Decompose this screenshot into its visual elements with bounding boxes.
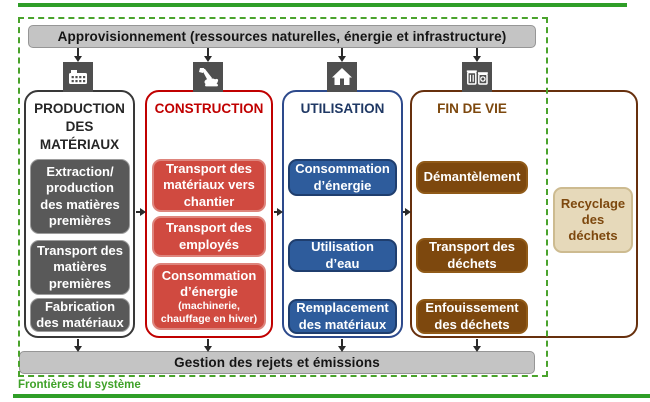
process-box-energie-construction: Consommation d’énergie (machinerie, chau…	[152, 263, 266, 330]
recycle-box: Recyclage des déchets	[553, 187, 633, 253]
process-label: Transport des matières premières	[37, 243, 123, 291]
stage-title-use: UTILISATION	[300, 101, 385, 116]
process-label: Fabrication des matériaux	[36, 298, 124, 330]
process-label: Remplacement des matériaux	[296, 300, 389, 332]
down-arrow-supply-construction	[203, 48, 212, 62]
process-box-transport-dechets: Transport des déchets	[416, 238, 528, 273]
factory-icon	[63, 62, 93, 92]
house-icon	[327, 62, 357, 92]
top-boundary-line	[18, 3, 627, 7]
emissions-bar: Gestion des rejets et émissions	[19, 351, 535, 374]
stage-box-use: UTILISATION	[282, 90, 403, 338]
down-arrow-endoflife-emissions	[472, 339, 481, 352]
process-label: Extraction/ production des matières prem…	[40, 164, 120, 228]
flow-arrow-production-construction	[136, 207, 146, 216]
excavator-icon	[193, 62, 223, 92]
flow-arrow-use-endoflife	[403, 207, 411, 216]
emissions-bar-label: Gestion des rejets et émissions	[174, 355, 380, 370]
bottom-boundary-line	[13, 394, 650, 398]
stage-title-endoflife: FIN DE VIE	[437, 101, 507, 116]
flow-arrow-construction-use	[274, 207, 283, 216]
process-note: (machinerie, chauffage en hiver)	[160, 300, 258, 325]
recycle-label: Recyclage des déchets	[560, 195, 626, 244]
stage-title-construction: CONSTRUCTION	[154, 101, 264, 116]
trash-bins-icon	[462, 62, 492, 92]
process-box-eau: Utilisation d’eau	[288, 239, 397, 272]
process-box-fabrication: Fabrication des matériaux	[30, 298, 130, 332]
down-arrow-production-emissions	[73, 339, 82, 352]
down-arrow-supply-use	[337, 48, 346, 62]
supply-bar-label: Approvisionnement (ressources naturelles…	[57, 29, 507, 44]
process-label: Utilisation d’eau	[311, 239, 374, 271]
trash-bins-icon-glyph	[466, 70, 488, 85]
process-label: Consommation d’énergie	[295, 161, 390, 193]
down-arrow-use-emissions	[337, 339, 346, 352]
system-boundary-label: Frontières du système	[18, 379, 141, 391]
process-box-enfouissement: Enfouissement des déchets	[416, 299, 528, 334]
down-arrow-supply-production	[73, 48, 82, 62]
down-arrow-supply-endoflife	[472, 48, 481, 62]
factory-icon-glyph	[69, 70, 87, 84]
process-label: Consommation d’énergie	[161, 267, 257, 299]
process-box-energie-utilisation: Consommation d’énergie	[288, 159, 397, 196]
excavator-icon-glyph	[199, 68, 219, 87]
process-box-extraction: Extraction/ production des matières prem…	[30, 159, 130, 234]
down-arrow-construction-emissions	[203, 339, 212, 352]
process-box-transport-matieres: Transport des matières premières	[30, 240, 130, 295]
process-label: Enfouissement des déchets	[425, 300, 519, 332]
process-label: Transport des matériaux vers chantier	[163, 161, 255, 209]
process-label: Transport des employés	[166, 220, 252, 252]
process-box-transport-chantier: Transport des matériaux vers chantier	[152, 159, 266, 212]
process-label: Démantèlement	[423, 169, 521, 185]
stage-title-production: PRODUCTION DES MATÉRIAUX	[34, 101, 125, 152]
process-box-transport-employes: Transport des employés	[152, 216, 266, 257]
process-label: Transport des déchets	[429, 239, 515, 271]
supply-bar: Approvisionnement (ressources naturelles…	[28, 25, 536, 48]
process-box-remplacement: Remplacement des matériaux	[288, 299, 397, 334]
house-icon-glyph	[332, 68, 352, 85]
process-box-demantelement: Démantèlement	[416, 161, 528, 194]
